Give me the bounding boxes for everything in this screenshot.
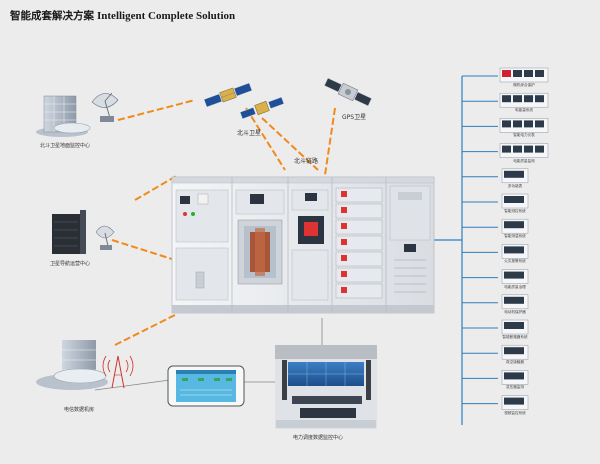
phone-device	[167, 365, 245, 407]
signal-lines	[111, 99, 336, 346]
signal-line	[324, 107, 336, 176]
switchgear-cabinet	[171, 176, 435, 314]
signal-line	[111, 239, 176, 261]
drawer-indicator	[341, 255, 347, 261]
label-gps-sat: GPS卫星	[342, 114, 367, 121]
device-label: 电能质量监测	[513, 158, 535, 163]
drawer-indicator	[341, 191, 347, 197]
title-en: Intelligent Complete Solution	[97, 10, 236, 22]
drawer-unit	[335, 267, 383, 283]
device-label: 智能断路器系统	[502, 335, 528, 339]
beidou-satellite-1	[203, 82, 253, 108]
device-label: 智能电力仪表	[513, 133, 535, 138]
satellite-dish-2	[95, 225, 115, 250]
bus-lines	[433, 76, 463, 425]
drawer-unit	[335, 187, 383, 203]
satellite-dish-1	[91, 92, 119, 122]
device-label: 电能质量治理	[504, 284, 526, 289]
label-beidou-link: 北斗链路	[294, 158, 319, 165]
label-sat-nav: 卫星导航运营中心	[50, 261, 91, 267]
device-thumbnail	[499, 67, 549, 83]
device-thumbnail	[499, 143, 549, 158]
drawer-indicator	[341, 271, 347, 277]
beidou-satellite-2	[239, 96, 285, 120]
label-beidou-monitor: 北斗卫星地面监控中心	[40, 143, 91, 149]
device-thumbnail	[501, 269, 529, 284]
device-thumbnail	[499, 92, 549, 108]
drawer-indicator	[341, 239, 347, 245]
control-room-photo	[275, 345, 377, 429]
device-thumbnail	[501, 370, 529, 385]
radio-tower-icon	[102, 355, 134, 389]
drawer-indicator	[341, 223, 347, 229]
device-label: 智能测控系统	[504, 209, 526, 213]
right-device-column	[499, 67, 549, 410]
beidou-monitor-building	[36, 95, 91, 137]
device-label: 多功能表	[507, 183, 523, 188]
device-thumbnail	[501, 168, 529, 184]
connection-lines	[94, 318, 323, 391]
device-label: 火灾报警系统	[504, 259, 526, 264]
device-thumbnail	[501, 294, 529, 310]
label-power-center: 电力调度数据监控中心	[293, 435, 344, 441]
device-label: 视频监控系统	[504, 410, 526, 415]
title-zh: 智能成套解决方案	[10, 10, 94, 22]
gps-satellite	[324, 77, 372, 107]
device-thumbnail	[499, 118, 549, 133]
device-label: 电能量系统	[515, 108, 533, 113]
signal-line	[245, 107, 286, 171]
drawer-indicator	[341, 207, 347, 213]
device-thumbnail	[501, 395, 529, 410]
device-label: 智能测温系统	[504, 234, 526, 239]
drawer-unit	[335, 235, 383, 251]
drawer-unit	[335, 283, 383, 299]
bus-ticks	[462, 75, 498, 405]
label-beidou-sat: 北斗卫星	[237, 130, 262, 137]
drawer-indicator	[341, 287, 347, 293]
device-label: 变压器监测	[506, 385, 524, 390]
device-label: 电动机保护器	[504, 309, 526, 314]
device-label: 真空接触器	[506, 360, 524, 365]
drawer-unit	[335, 219, 383, 235]
device-thumbnail	[501, 244, 529, 259]
drawer-unit	[335, 251, 383, 267]
signal-line	[134, 174, 179, 201]
signal-line	[114, 314, 176, 346]
device-thumbnail	[501, 193, 529, 209]
signal-line	[261, 117, 319, 171]
device-thumbnail	[501, 344, 529, 360]
drawer-unit	[335, 203, 383, 219]
signal-line	[117, 99, 196, 121]
drawer-units	[335, 187, 383, 299]
label-telecom-room: 电信数据机房	[64, 407, 95, 413]
device-thumbnail	[501, 218, 529, 234]
sat-nav-server	[52, 210, 86, 254]
device-label: 微机综合保护	[513, 83, 535, 87]
telecom-building	[36, 340, 108, 390]
device-thumbnail	[501, 319, 529, 335]
